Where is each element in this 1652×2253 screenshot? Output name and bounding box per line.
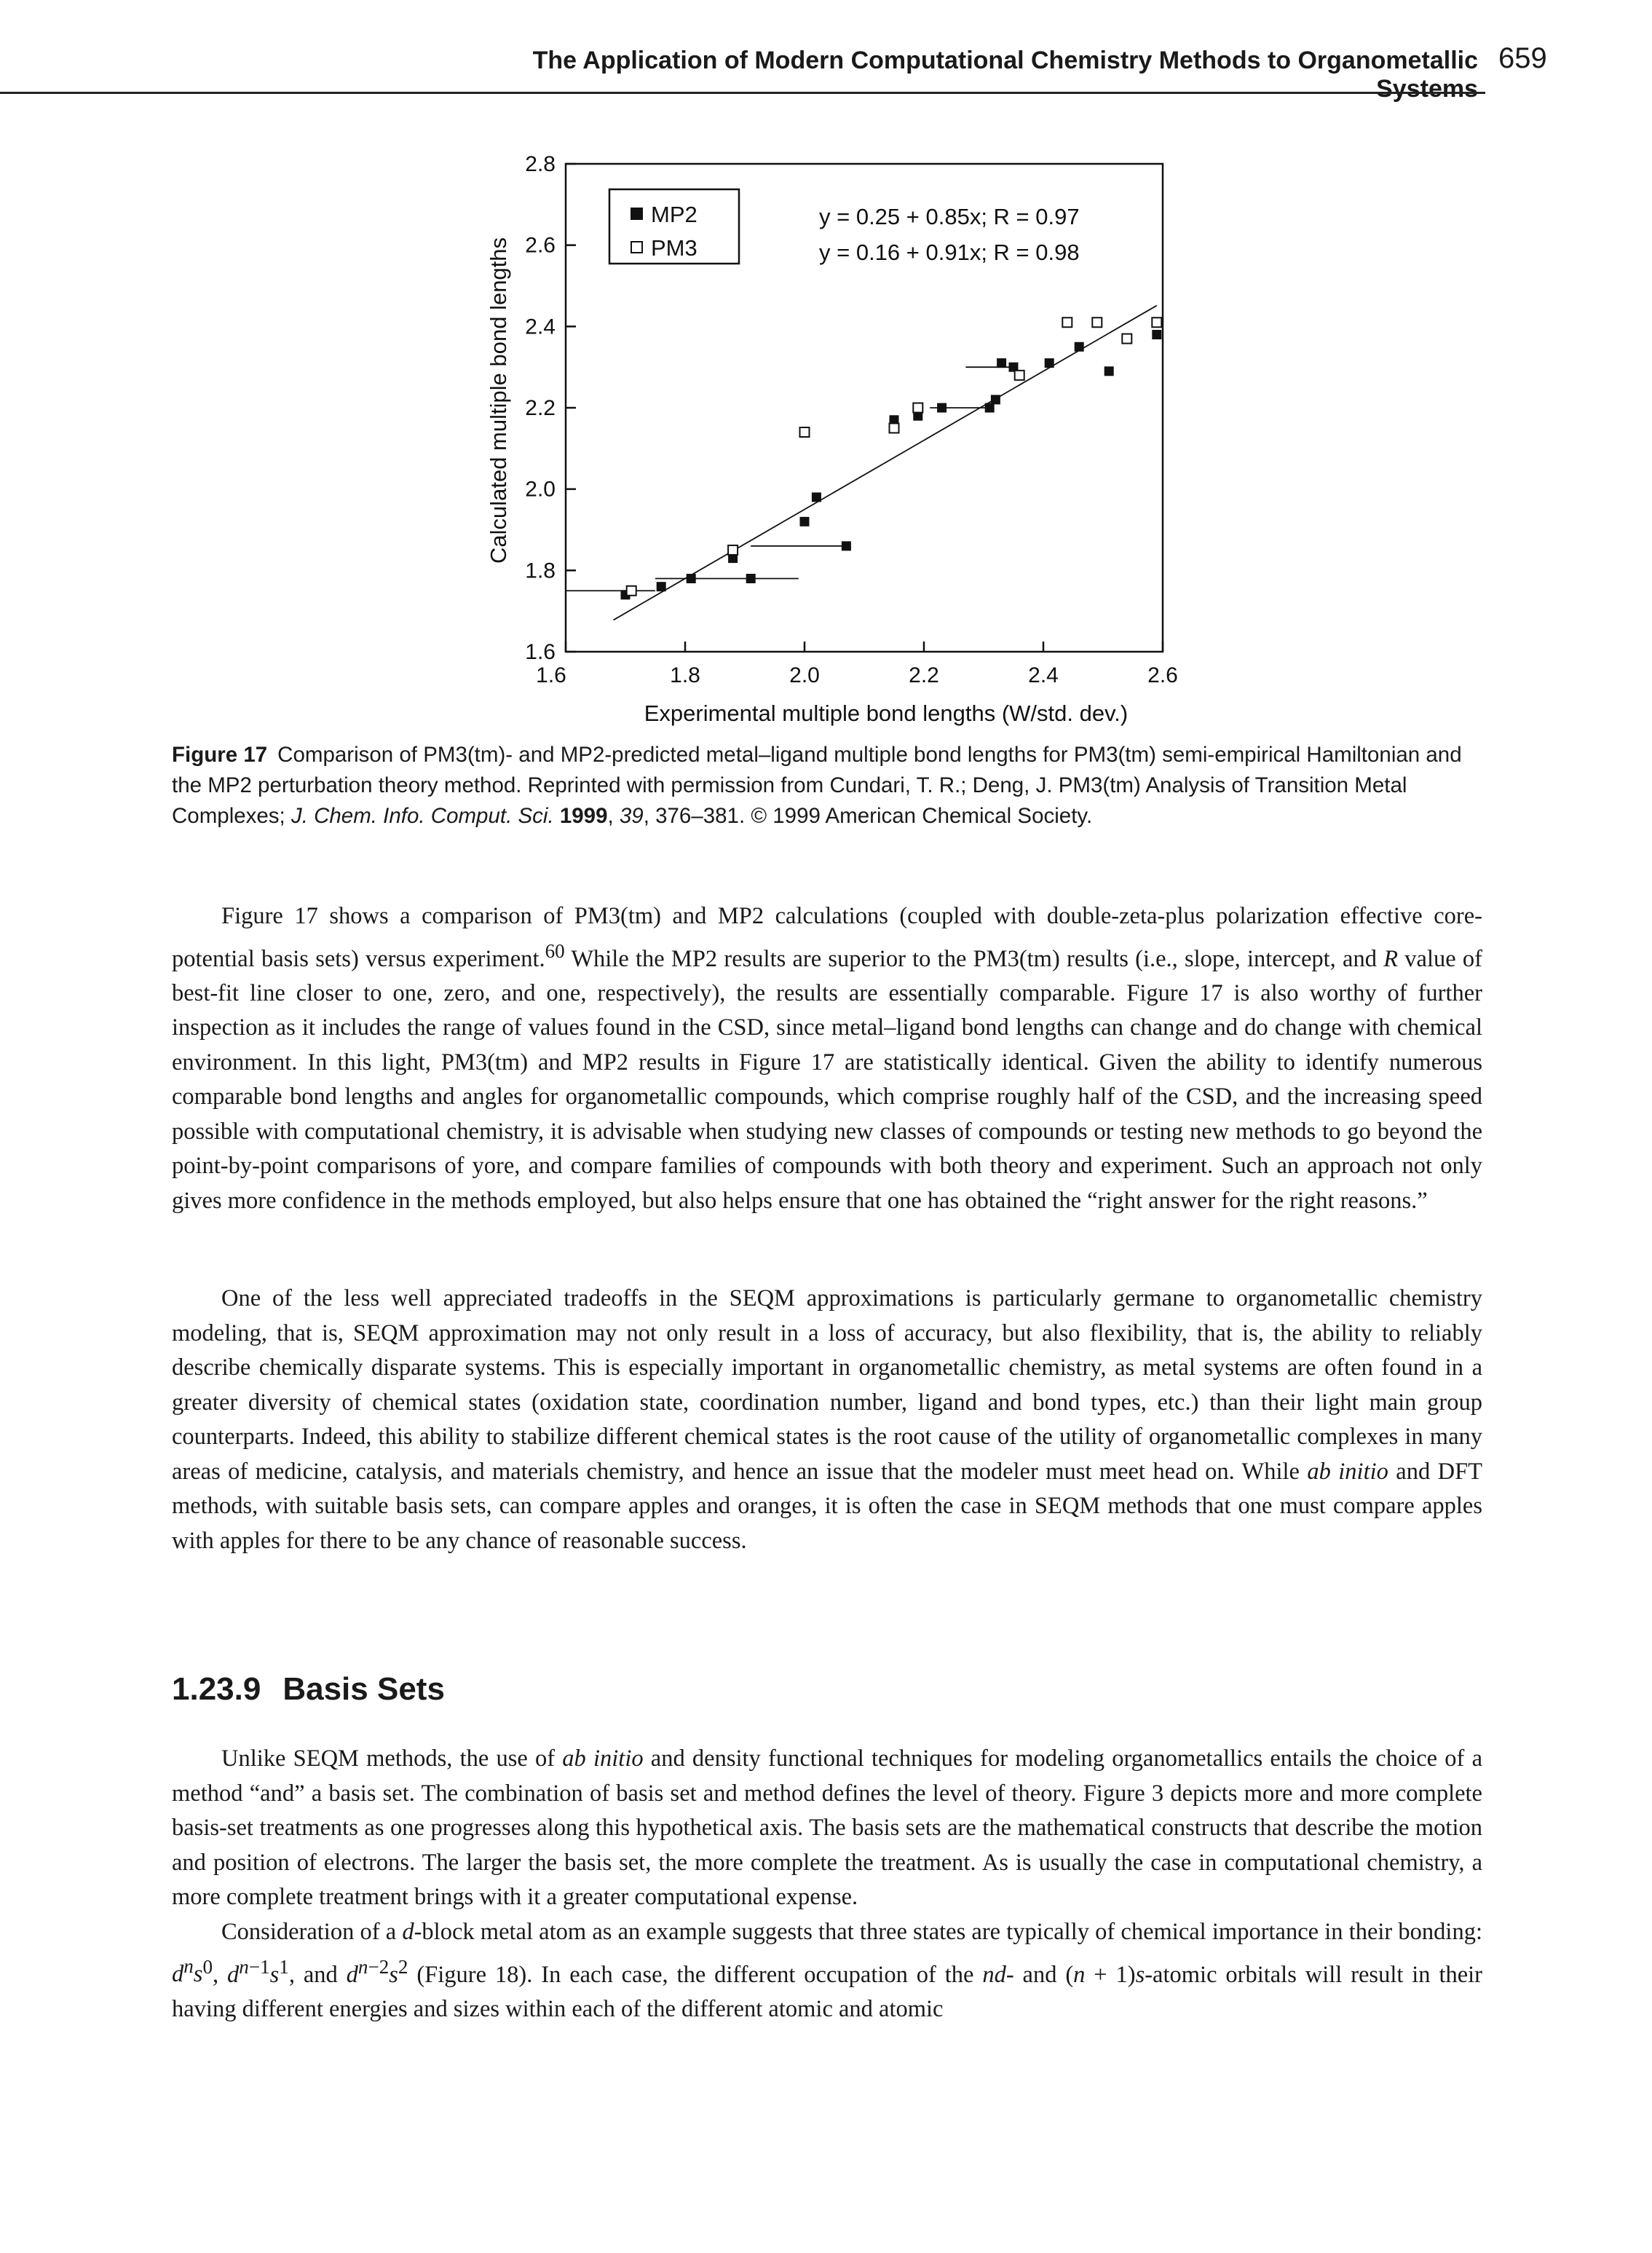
fit-line [613,304,1158,621]
mp2-point [997,358,1007,368]
section-title: Basis Sets [282,1671,445,1707]
mp2-point [841,541,851,551]
mp2-point [1074,342,1084,352]
paragraph-3-text: Unlike SEQM methods, the use of ab initi… [172,1745,1482,1910]
pm3-point [888,422,900,434]
x-tick-label: 1.6 [536,663,566,687]
mp2-point [984,403,995,413]
paragraph-2-text: One of the less well appreciated tradeof… [172,1285,1483,1554]
mp2-point [937,403,947,413]
x-tick-label: 2.0 [789,663,820,687]
plot-layer: 1.6 1.8 2.0 2.2 2.4 2.6 2.8 1.6 1.8 2.0 2.2 2.4 2.6E… [486,152,1178,726]
mp2-point [686,574,696,583]
y-tick-label: 2.4 [525,315,556,339]
paragraph-4: Consideration of a d-block metal atom as… [172,1915,1482,2027]
pm3-point [1062,317,1073,328]
paragraph-1-text: Figure 17 shows a comparison of PM3(tm) … [172,903,1482,1214]
x-tick-label: 2.6 [1147,663,1178,687]
mp2-point [913,411,923,421]
equation-mp2: y = 0.25 + 0.85x; R = 0.97 [819,204,1080,229]
legend-label: PM3 [651,235,697,261]
y-tick-label: 1.8 [525,559,556,583]
page-number: 659 [1498,42,1547,74]
legend-label: MP2 [651,202,697,227]
pm3-point [1121,333,1133,344]
pm3-point [1151,317,1163,328]
pm3-point [727,544,739,556]
y-axis-title: Calculated multiple bond lengths [486,237,511,564]
pm3-point [912,402,924,414]
x-tick-label: 1.8 [670,663,700,687]
legend-mp2-marker [631,208,643,220]
mp2-point [889,415,899,425]
section-number: 1.23.9 [172,1671,261,1707]
pm3-point [799,427,810,438]
equation-pm3: y = 0.16 + 0.91x; R = 0.98 [819,240,1080,265]
y-tick-label: 1.6 [525,640,556,664]
mp2-point [811,492,821,502]
mp2-point [656,582,666,592]
mp2-point [1044,358,1054,368]
paragraph-3: Unlike SEQM methods, the use of ab initi… [172,1742,1482,1915]
mp2-point [746,574,756,583]
legend-pm3-marker [631,241,643,253]
pm3-point [625,585,637,596]
paragraph-2: One of the less well appreciated tradeof… [172,1282,1482,1558]
scatter-chart: 1.6 1.8 2.0 2.2 2.4 2.6 2.8 1.6 1.8 2.0 2.2 2.4 2.6E… [486,152,1178,726]
y-tick-label: 2.8 [525,152,556,176]
mp2-point [1104,366,1114,376]
y-tick-label: 2.6 [525,234,556,258]
pm3-point [1013,369,1025,381]
x-tick-label: 2.4 [1028,663,1059,687]
header-rule [0,92,1485,94]
section-heading: 1.23.9 Basis Sets [172,1671,445,1708]
mp2-point [990,395,1000,405]
y-tick-label: 2.0 [525,478,556,502]
mp2-point [1008,362,1019,372]
x-tick-label: 2.2 [909,663,939,687]
pm3-point [1091,317,1103,328]
caption-text: Comparison of PM3(tm)- and MP2-predicted… [172,743,1462,828]
running-header-title: The Application of Modern Computational … [532,47,1478,103]
caption-label: Figure 17 [172,743,268,767]
y-tick-label: 2.2 [525,396,556,420]
mp2-point [799,516,810,526]
mp2-point [1152,330,1162,339]
mp2-point [728,553,738,564]
paragraph-1: Figure 17 shows a comparison of PM3(tm) … [172,899,1482,1218]
x-axis-title: Experimental multiple bond lengths (W/st… [644,701,1129,726]
paragraph-4-text: Consideration of a d-block metal atom as… [172,1919,1482,2022]
